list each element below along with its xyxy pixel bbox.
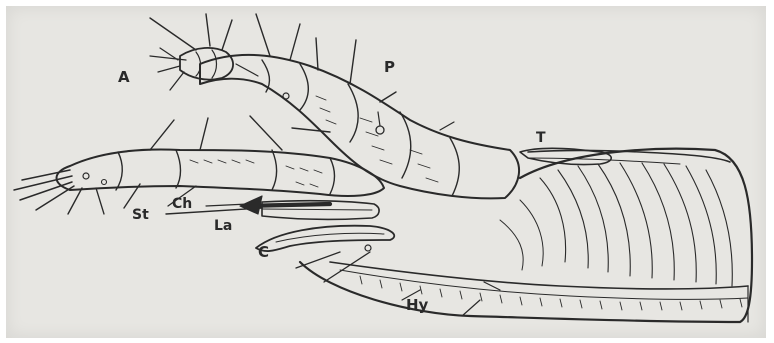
label-hy: Hy [406, 296, 429, 314]
label-c: C [258, 243, 269, 261]
stylet-la-rod [166, 196, 379, 219]
label-ch: Ch [172, 196, 192, 212]
chelicera-ch [14, 116, 384, 214]
label-st: St [132, 207, 149, 223]
label-la: La [214, 218, 232, 234]
label-p: P [384, 58, 395, 76]
hypopharynx-body [300, 149, 752, 322]
label-t: T [536, 130, 546, 146]
palp-p [200, 14, 519, 198]
structure-c [256, 226, 394, 251]
label-a: A [118, 68, 130, 86]
